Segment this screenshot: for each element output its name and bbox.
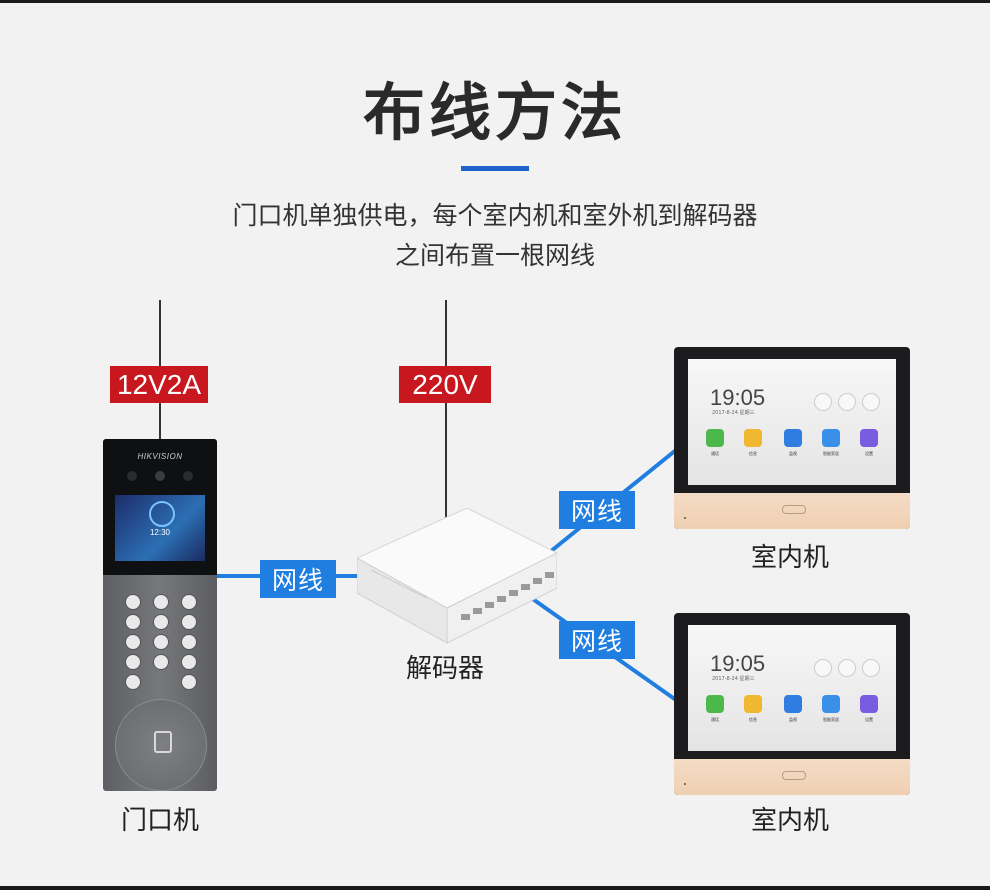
app-label: 设置	[865, 717, 873, 722]
page-subtitle: 门口机单独供电，每个室内机和室外机到解码器 之间布置一根网线	[0, 196, 990, 276]
app-label: 通话	[711, 451, 719, 456]
camera-lens-icon	[183, 471, 193, 481]
message-app-icon	[744, 429, 762, 447]
keypad-key	[125, 674, 141, 690]
mode-icon	[838, 393, 856, 411]
night-mode-icon	[862, 393, 880, 411]
app-label: 监视	[789, 717, 797, 722]
decoder-device	[357, 508, 557, 644]
subtitle-line-1: 门口机单独供电，每个室内机和室外机到解码器	[232, 201, 758, 230]
app-label: 监视	[789, 451, 797, 456]
app-label: 信息	[749, 717, 757, 722]
monitor-date: 2017-8-24 星期三	[712, 676, 755, 682]
app-label: 设置	[865, 451, 873, 456]
door-power-tag: 12V2A	[110, 366, 208, 403]
mode-icon	[838, 659, 856, 677]
bottom-border	[0, 886, 990, 890]
message-app-icon	[744, 695, 762, 713]
monitor-base	[674, 759, 910, 795]
keypad-key	[125, 654, 141, 670]
door-station-screen: 12:30	[115, 495, 205, 561]
call-app-icon	[706, 429, 724, 447]
monitor-app-icon	[784, 429, 802, 447]
monitor-app-icon	[784, 695, 802, 713]
card-icon	[154, 731, 172, 753]
keypad-key	[181, 594, 197, 610]
app-label: 信息	[749, 451, 757, 456]
door-caption: 门口机	[120, 806, 199, 836]
settings-app-icon	[860, 695, 878, 713]
keypad-key	[153, 634, 169, 650]
smart-home-app-icon	[822, 695, 840, 713]
app-label: 智能家居	[823, 451, 839, 456]
decoder-power-tag: 220V	[399, 366, 491, 403]
monitor-screen: 19:05 2017-8-24 星期三 通话 信息 监视 智能家居 设置	[688, 359, 896, 485]
monitor-clock: 19:05	[710, 385, 766, 410]
keypad-key	[125, 614, 141, 630]
camera-lens-icon	[127, 471, 137, 481]
keypad-key	[153, 654, 169, 670]
mode-icon	[814, 393, 832, 411]
key-icon	[782, 505, 806, 514]
monitor-1-caption: 室内机	[750, 543, 829, 573]
door-station: HIKVISION 12:30	[103, 439, 217, 791]
door-cable-tag: 网线	[260, 560, 336, 598]
indoor-monitor-2: 19:05 2017-8-24 星期三 通话 信息 监视 智能家居 设置	[674, 613, 910, 795]
keypad-key	[181, 614, 197, 630]
camera-lens-icon	[155, 471, 165, 481]
decoder-caption: 解码器	[405, 654, 484, 684]
monitor-frame: 19:05 2017-8-24 星期三 通话 信息 监视 智能家居 设置	[674, 347, 910, 529]
top-border	[0, 0, 990, 3]
app-label: 智能家居	[823, 717, 839, 722]
night-mode-icon	[862, 659, 880, 677]
decoder-power-wire	[445, 300, 447, 540]
monitor-date: 2017-8-24 星期三	[712, 410, 755, 416]
monitor-2-cable-tag: 网线	[559, 621, 635, 659]
keypad-key	[125, 634, 141, 650]
call-key-icon	[181, 674, 197, 690]
indicator-light	[684, 517, 686, 519]
monitor-2-caption: 室内机	[750, 806, 829, 836]
monitor-1-cable-tag: 网线	[559, 491, 635, 529]
keypad-key	[153, 614, 169, 630]
keypad-key	[153, 594, 169, 610]
mode-icon	[814, 659, 832, 677]
indoor-monitor-1: 19:05 2017-8-24 星期三 通话 信息 监视 智能家居 设置	[674, 347, 910, 529]
ethernet-port-icon	[461, 572, 554, 620]
keypad-key	[125, 594, 141, 610]
settings-app-icon	[860, 429, 878, 447]
app-label: 通话	[711, 717, 719, 722]
key-icon	[782, 771, 806, 780]
monitor-base	[674, 493, 910, 529]
door-screen-time: 12:30	[149, 528, 171, 537]
door-station-head: HIKVISION 12:30	[103, 439, 217, 575]
smart-home-app-icon	[822, 429, 840, 447]
subtitle-line-2: 之间布置一根网线	[394, 241, 595, 270]
monitor-frame: 19:05 2017-8-24 星期三 通话 信息 监视 智能家居 设置	[674, 613, 910, 795]
card-reader	[115, 699, 207, 791]
face-recognition-icon	[149, 501, 175, 527]
monitor-clock: 19:05	[710, 651, 766, 676]
keypad-key	[181, 654, 197, 670]
monitor-screen: 19:05 2017-8-24 星期三 通话 信息 监视 智能家居 设置	[688, 625, 896, 751]
page-title: 布线方法	[362, 76, 627, 149]
door-brand-logo: HIKVISION	[137, 452, 183, 461]
indicator-light	[684, 783, 686, 785]
title-underline	[461, 166, 529, 171]
keypad-key	[181, 634, 197, 650]
call-app-icon	[706, 695, 724, 713]
